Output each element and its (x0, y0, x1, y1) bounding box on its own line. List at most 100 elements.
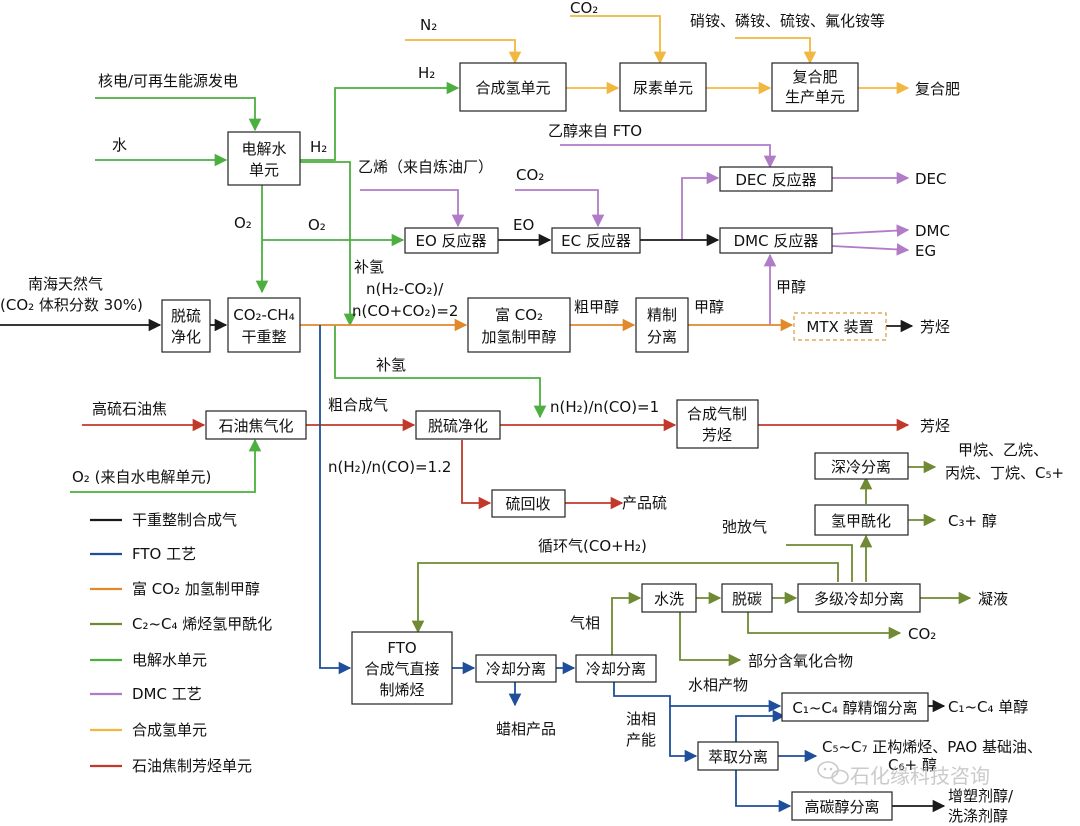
hydrogen-synthesis-unit: 合成氢单元 (459, 62, 567, 112)
refining-label-2: 分离 (647, 328, 677, 346)
flows-dmc-process (360, 144, 910, 325)
co2-methanol-label-2: 加氢制甲醇 (481, 328, 556, 346)
legend-label: 富 CO₂ 加氢制甲醇 (132, 580, 260, 598)
label-h2-a: H₂ (418, 64, 435, 82)
desulfurization-label-2: 净化 (171, 328, 201, 346)
label-co2-out: CO₂ (908, 625, 936, 643)
label-ratio-3: n(H₂)/n(CO)=1.2 (328, 458, 451, 476)
higher-alcohol-separation-unit: 高碳醇分离 (791, 791, 893, 821)
dry-reforming-label-1: CO₂-CH₄ (233, 306, 294, 324)
label-aqueous-product: 水相产物 (688, 676, 748, 694)
refining-label-1: 精制 (647, 306, 677, 324)
legend-item: FTO 工艺 (90, 545, 196, 563)
dmc-reactor-label: DMC 反应器 (734, 232, 819, 250)
label-mono-alcohols: C₁~C₄ 单醇 (948, 698, 1028, 716)
refining-separation-unit: 精制 分离 (635, 297, 689, 353)
label-gas-phase: 气相 (570, 614, 600, 632)
flows-petcoke (82, 418, 910, 510)
label-dmc-out: DMC (915, 222, 950, 240)
electrolysis-label-2: 单元 (249, 161, 279, 179)
dec-reactor: DEC 反应器 (719, 166, 833, 192)
label-ammonium-salts: 硝铵、磷铵、硫铵、氟化铵等 (690, 12, 885, 30)
flows-fto-process (319, 325, 818, 813)
legend-label: FTO 工艺 (132, 545, 196, 563)
alcohol-distillation-label: C₁~C₄ 醇精馏分离 (792, 699, 917, 717)
co2-methanol-label-1: 富 CO₂ (495, 306, 543, 324)
legend-label: 干重整制合成气 (132, 511, 237, 529)
label-h2-makeup-1: 补氢 (354, 258, 384, 276)
label-oil-phase-1: 油相 (626, 710, 656, 728)
extraction-unit: 萃取分离 (697, 741, 779, 771)
label-alkanes-2: 丙烷、丁烷、C₅+ (945, 464, 1064, 482)
sulfur-recovery-label: 硫回收 (505, 495, 550, 513)
legend-item: 电解水单元 (90, 651, 207, 669)
compound-fertilizer-label-1: 复合肥 (792, 68, 837, 86)
cooling-separation-2-label: 冷却分离 (586, 660, 646, 678)
label-ratio-1a: n(H₂-CO₂)/ (366, 280, 444, 298)
label-water: 水 (112, 136, 127, 154)
label-gas-co2: (CO₂ 体积分数 30%) (0, 296, 143, 314)
compound-fertilizer-label-2: 生产单元 (785, 88, 845, 106)
label-methanol: 甲醇 (694, 298, 724, 316)
label-recycle-gas: 循环气(CO+H₂) (538, 537, 647, 555)
cooling-separation-1: 冷却分离 (475, 654, 557, 683)
label-oxygenates: 部分含氧化合物 (748, 652, 853, 670)
legend-label: 电解水单元 (132, 651, 207, 669)
ec-reactor: EC 反应器 (551, 227, 641, 254)
label-plasticizer-1: 增塑剂醇/ (948, 787, 1014, 805)
label-n2: N₂ (420, 16, 437, 34)
label-nuclear-renewable: 核电/可再生能源发电 (98, 72, 238, 90)
legend-item: 富 CO₂ 加氢制甲醇 (90, 580, 260, 598)
legend: 干重整制合成气 FTO 工艺 富 CO₂ 加氢制甲醇 C₂~C₄ 烯烃氢甲酰化 … (90, 511, 272, 775)
label-olefins-2: C₆+ 醇 (888, 756, 937, 774)
label-ratio-2: n(H₂)/n(CO)=1 (550, 398, 659, 416)
label-aromatics-2: 芳烃 (920, 417, 950, 435)
hydrogen-synthesis-label: 合成氢单元 (475, 79, 550, 97)
label-petcoke: 高硫石油焦 (92, 400, 167, 418)
label-oil-phase-2: 产能 (626, 731, 656, 749)
label-purge-gas: 弛放气 (722, 518, 767, 536)
petcoke-gasification-label: 石油焦气化 (218, 417, 293, 435)
higher-alcohol-label: 高碳醇分离 (804, 798, 879, 816)
wechat-icon (817, 761, 849, 785)
label-co2-mid: CO₂ (516, 166, 544, 184)
label-eg-out: EG (915, 242, 936, 260)
label-crude-syngas: 粗合成气 (328, 396, 388, 414)
petcoke-gasification-unit: 石油焦气化 (205, 410, 307, 440)
label-plasticizer-2: 洗涤剂醇 (948, 807, 1008, 825)
cryogenic-separation-label: 深冷分离 (831, 458, 891, 476)
watermark-text: 石化缘科技咨询 (850, 764, 990, 788)
label-dec-out: DEC (915, 170, 947, 188)
multistage-cooling-label: 多级冷却分离 (814, 590, 904, 608)
label-condensate: 凝液 (978, 590, 1008, 608)
mtx-unit-label: MTX 装置 (806, 318, 873, 336)
label-h2-makeup-2: 补氢 (376, 356, 406, 374)
dry-reforming-unit: CO₂-CH₄ 干重整 (227, 297, 301, 353)
fto-label-3: 制烯烃 (379, 681, 424, 699)
multistage-cooling-unit: 多级冷却分离 (797, 583, 921, 613)
eo-reactor-label: EO 反应器 (415, 232, 486, 250)
alcohol-distillation-unit: C₁~C₄ 醇精馏分离 (781, 692, 929, 722)
watermark: 石化缘科技咨询 (817, 761, 990, 788)
label-crude-methanol: 粗甲醇 (574, 298, 619, 316)
fto-unit: FTO 合成气直接 制烯烃 (351, 631, 453, 705)
label-eo: EO (513, 216, 534, 234)
legend-label: 合成氢单元 (132, 721, 207, 739)
desulfurization-cleaning-label: 脱硫净化 (428, 417, 488, 435)
label-ethylene: 乙烯（来自炼油厂） (358, 158, 493, 176)
urea-unit-label: 尿素单元 (633, 79, 693, 97)
syngas-aromatics-unit: 合成气制 芳烃 (676, 399, 759, 449)
label-ratio-1b: n(CO+CO₂)=2 (352, 302, 458, 320)
label-co2-top: CO₂ (570, 0, 598, 17)
desulfurization-unit: 脱硫 净化 (161, 299, 211, 353)
cryogenic-separation-unit: 深冷分离 (814, 452, 909, 480)
sulfur-recovery-unit: 硫回收 (491, 489, 566, 518)
flows-hydrogen-unit (405, 15, 910, 95)
extraction-label: 萃取分离 (708, 748, 768, 766)
co2-methanol-unit: 富 CO₂ 加氢制甲醇 (467, 297, 571, 353)
desulfurization-label-1: 脱硫 (171, 307, 201, 325)
ec-reactor-label: EC 反应器 (561, 232, 631, 250)
legend-item: DMC 工艺 (90, 685, 202, 703)
